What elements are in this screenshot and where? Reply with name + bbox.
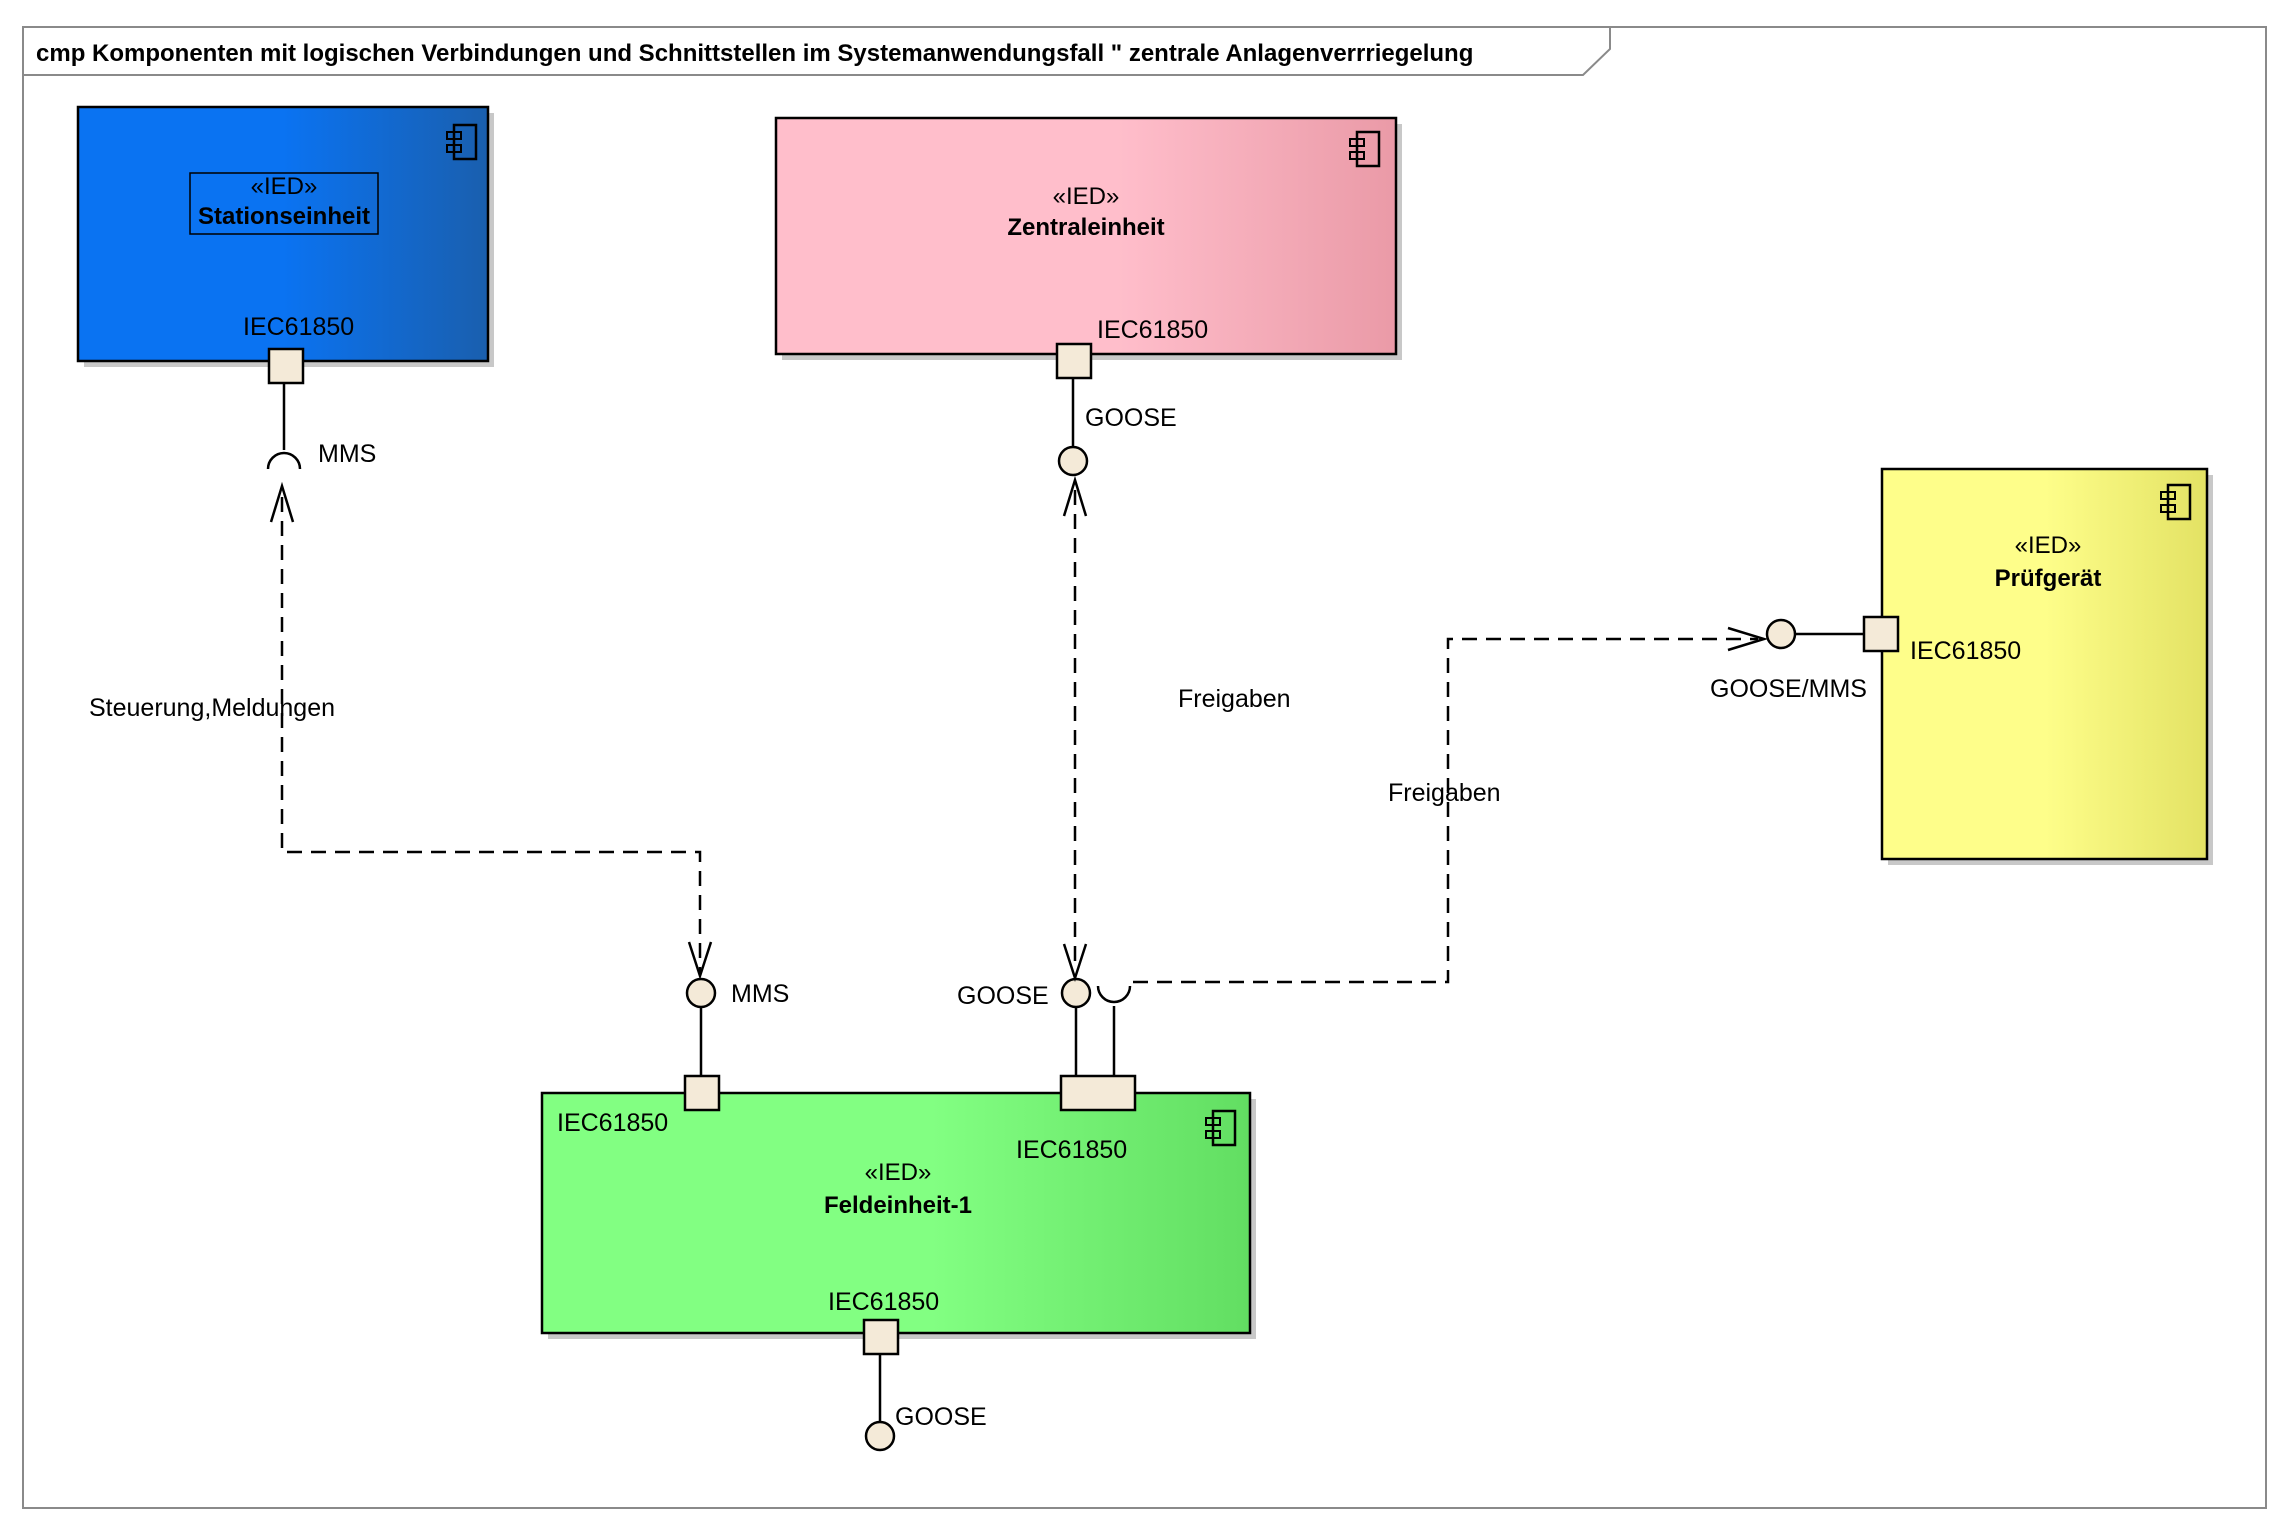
component-feldeinheit[interactable]: «IED» Feldeinheit-1 IEC61850 IEC61850 IE… xyxy=(540,1091,1256,1339)
stationseinheit-stereotype: «IED» xyxy=(251,173,318,200)
component-icon xyxy=(446,123,478,161)
feldeinheit-iface-bottom-label: GOOSE xyxy=(895,1403,987,1431)
arrowhead-up xyxy=(1062,475,1088,517)
zentraleinheit-port[interactable] xyxy=(1055,342,1093,380)
feldeinheit-mms-interface[interactable] xyxy=(685,977,717,1009)
feldeinheit-port-left[interactable] xyxy=(683,1074,721,1112)
feldeinheit-stereotype: «IED» xyxy=(865,1159,932,1186)
stationseinheit-port[interactable] xyxy=(267,347,305,385)
feldeinheit-port-left-label: IEC61850 xyxy=(557,1109,668,1137)
component-icon xyxy=(2160,483,2192,521)
arrowhead-right xyxy=(1727,626,1769,652)
feldeinheit-iface-left-label: MMS xyxy=(731,980,789,1008)
pruefgeraet-port[interactable] xyxy=(1862,615,1900,653)
connector-freigaben-1-label: Freigaben xyxy=(1178,685,1291,713)
feldeinheit-iface-mid-label: GOOSE xyxy=(957,982,1049,1010)
pruefgeraet-goose-mms-interface[interactable] xyxy=(1765,618,1797,650)
diagram-title: cmp Komponenten mit logischen Verbindung… xyxy=(36,40,1473,67)
connector-steuerung-label: Steuerung,Meldungen xyxy=(89,694,335,722)
stationseinheit-port-label: IEC61850 xyxy=(243,313,354,341)
name-highlight-box xyxy=(189,172,379,235)
pruefgeraet-name: Prüfgerät xyxy=(1995,565,2102,592)
component-pruefgeraet[interactable]: «IED» Prüfgerät IEC61850 xyxy=(1880,467,2213,865)
pruefgeraet-iface-label: GOOSE/MMS xyxy=(1710,675,1867,703)
zentraleinheit-iface-label: GOOSE xyxy=(1085,404,1177,432)
feldeinheit-name: Feldeinheit-1 xyxy=(824,1192,972,1219)
arrowhead-down xyxy=(1062,943,1088,983)
connector-freigaben-2-label: Freigaben xyxy=(1388,779,1501,807)
component-stationseinheit[interactable]: «IED» Stationseinheit IEC61850 xyxy=(76,105,494,367)
connector-freigaben-zentral[interactable] xyxy=(1062,475,1088,983)
stationseinheit-name: Stationseinheit xyxy=(198,203,370,230)
feldeinheit-port-bottom-label: IEC61850 xyxy=(828,1288,939,1316)
arrowhead-down xyxy=(687,941,713,981)
pruefgeraet-port-label: IEC61850 xyxy=(1910,637,2021,665)
zentraleinheit-goose-interface[interactable] xyxy=(1057,445,1089,477)
arrowhead-up xyxy=(269,481,295,523)
feldeinheit-port-bottom[interactable] xyxy=(862,1318,900,1356)
component-icon xyxy=(1205,1109,1237,1147)
connector-steuerung-meldungen[interactable] xyxy=(269,481,713,981)
zentraleinheit-port-label: IEC61850 xyxy=(1097,316,1208,344)
zentraleinheit-name: Zentraleinheit xyxy=(1007,214,1164,241)
stationseinheit-iface-label: MMS xyxy=(318,440,376,468)
feldeinheit-goose-interface[interactable] xyxy=(1060,977,1092,1009)
pruefgeraet-stereotype: «IED» xyxy=(2015,532,2082,559)
feldeinheit-port-mid[interactable] xyxy=(1059,1074,1137,1112)
component-zentraleinheit[interactable]: «IED» Zentraleinheit IEC61850 xyxy=(774,116,1402,360)
feldeinheit-port-mid-label: IEC61850 xyxy=(1016,1136,1127,1164)
stationseinheit-mms-socket[interactable] xyxy=(266,451,302,470)
feldeinheit-goose-bottom-interface[interactable] xyxy=(864,1420,896,1452)
connector-freigaben-pruef[interactable] xyxy=(1133,626,1769,984)
zentraleinheit-stereotype: «IED» xyxy=(1053,183,1120,210)
feldeinheit-goose-socket[interactable] xyxy=(1096,985,1132,1004)
component-icon xyxy=(1349,130,1381,168)
